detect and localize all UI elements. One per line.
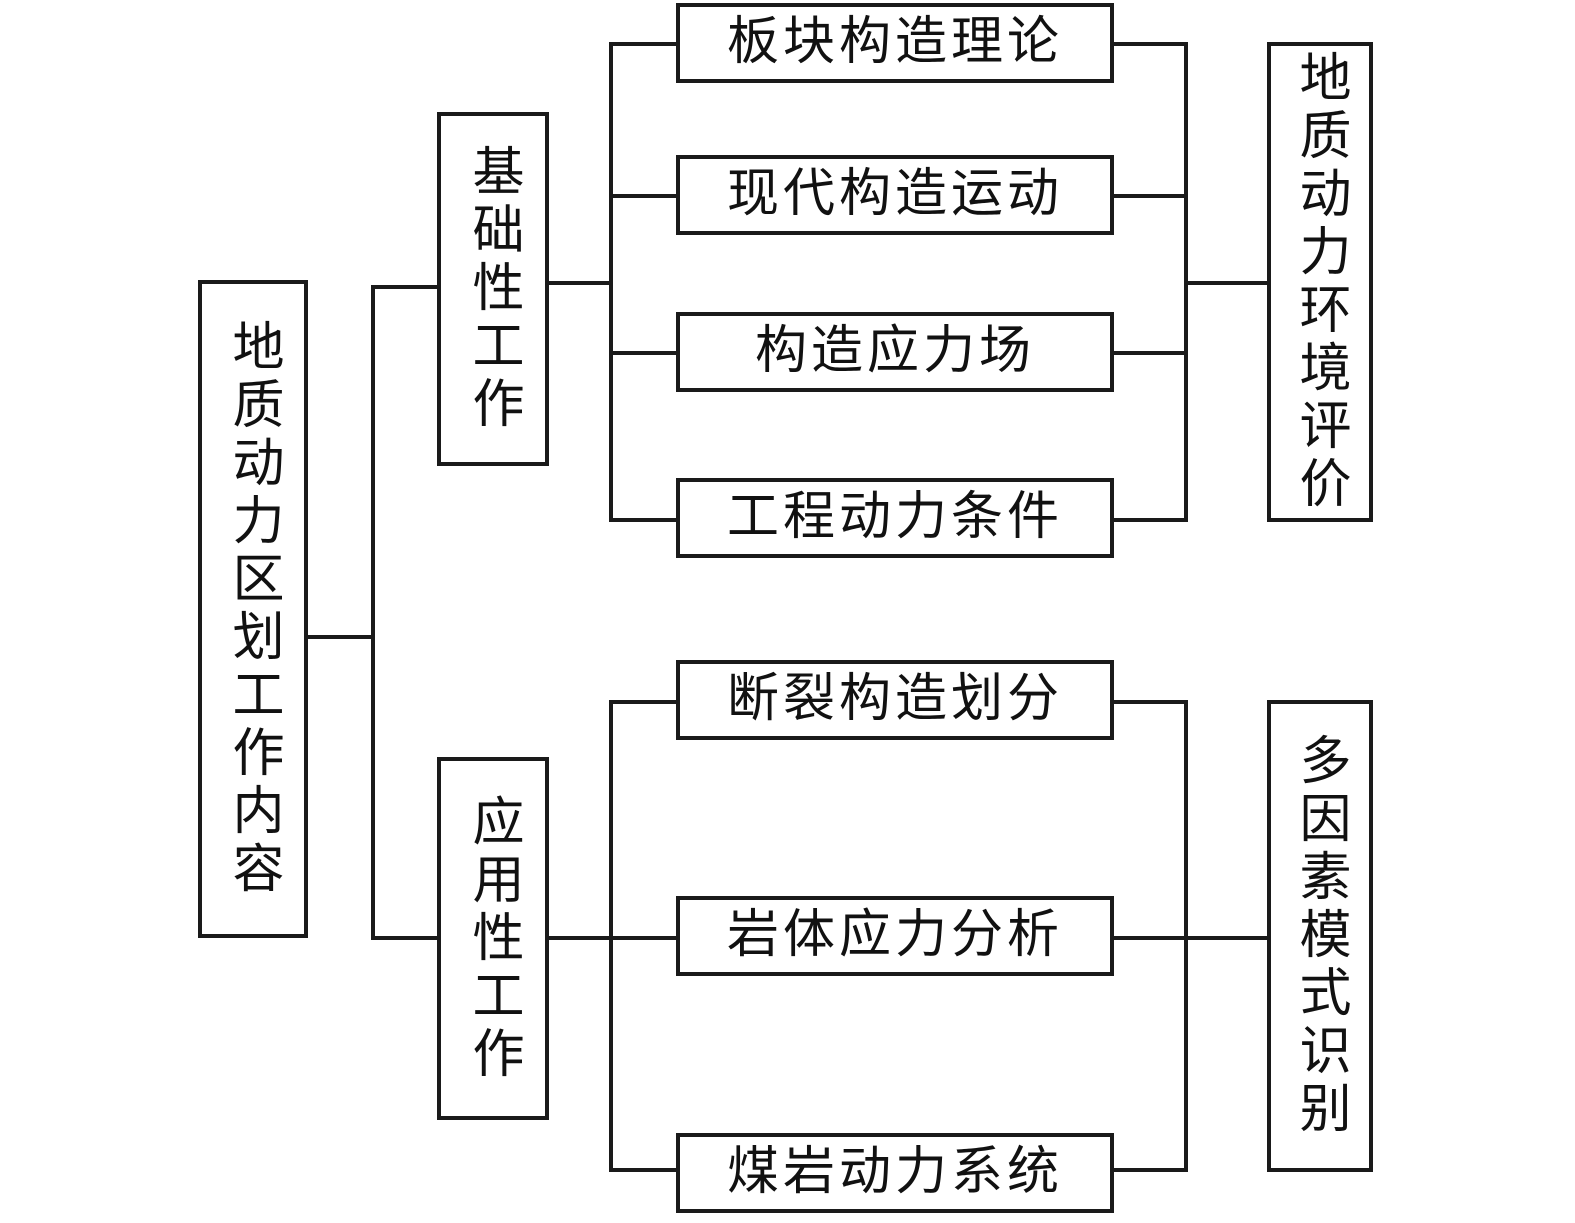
connector-branch-2-arm-1 bbox=[609, 700, 679, 704]
connector-branch-1-arm-1 bbox=[609, 42, 679, 46]
connector-branch-1-stub bbox=[548, 281, 613, 285]
connector-outcome-2-arm-1 bbox=[1113, 700, 1188, 704]
node-item-rock-mass-stress-analysis[interactable]: 岩体应力分析 bbox=[676, 896, 1114, 976]
connector-branch-1-arm-3 bbox=[609, 351, 679, 355]
node-branch-applied-work[interactable]: 应用性工作 bbox=[437, 757, 549, 1120]
connector-branch-1-trunk bbox=[609, 42, 613, 522]
node-item-fault-structure-classification[interactable]: 断裂构造划分 bbox=[676, 660, 1114, 740]
connector-outcome-2-stub bbox=[1184, 936, 1272, 940]
connector-outcome-2-arm-3 bbox=[1113, 1168, 1188, 1172]
connector-branch-2-stub bbox=[548, 936, 613, 940]
connector-branch-1-arm-4 bbox=[609, 518, 679, 522]
node-item-engineering-dynamic-conditions[interactable]: 工程动力条件 bbox=[676, 478, 1114, 558]
node-outcome-multifactor-pattern-recognition[interactable]: 多因素模式识别 bbox=[1267, 700, 1373, 1172]
node-root-geodynamic-zoning-work-content[interactable]: 地质动力区划工作内容 bbox=[198, 280, 308, 938]
connector-root-to-branch-1 bbox=[371, 285, 441, 289]
connector-root-to-branch-2 bbox=[371, 936, 441, 940]
connector-branch-2-arm-2 bbox=[609, 936, 679, 940]
node-outcome-geodynamic-environment-evaluation[interactable]: 地质动力环境评价 bbox=[1267, 42, 1373, 522]
connector-root-trunk bbox=[371, 285, 375, 940]
node-branch-foundational-work[interactable]: 基础性工作 bbox=[437, 112, 549, 466]
connector-outcome-1-stub bbox=[1184, 281, 1272, 285]
connector-outcome-1-arm-4 bbox=[1113, 518, 1188, 522]
connector-outcome-2-arm-2 bbox=[1113, 936, 1188, 940]
connector-outcome-1-arm-2 bbox=[1113, 194, 1188, 198]
node-item-tectonic-stress-field[interactable]: 构造应力场 bbox=[676, 312, 1114, 392]
connector-outcome-1-arm-3 bbox=[1113, 351, 1188, 355]
connector-root-stub bbox=[305, 635, 375, 639]
node-item-plate-tectonics-theory[interactable]: 板块构造理论 bbox=[676, 3, 1114, 83]
connector-branch-2-arm-3 bbox=[609, 1168, 679, 1172]
node-item-coal-rock-dynamic-system[interactable]: 煤岩动力系统 bbox=[676, 1133, 1114, 1213]
connector-branch-1-arm-2 bbox=[609, 194, 679, 198]
node-item-modern-tectonic-movement[interactable]: 现代构造运动 bbox=[676, 155, 1114, 235]
connector-outcome-1-arm-1 bbox=[1113, 42, 1188, 46]
